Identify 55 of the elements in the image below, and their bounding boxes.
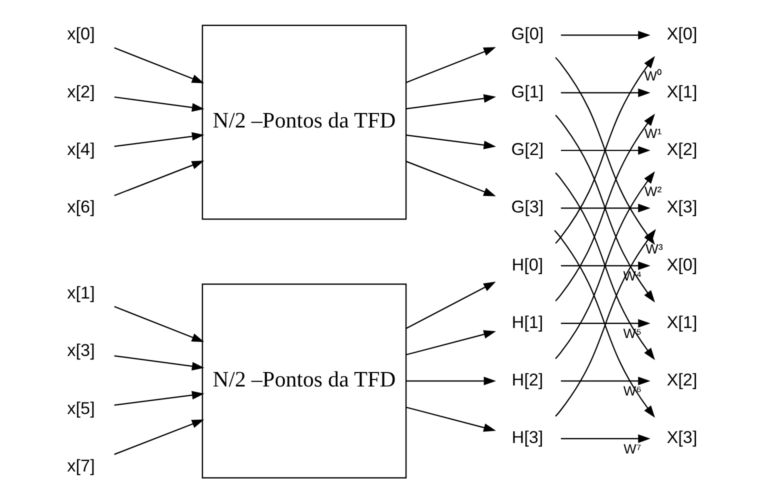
node-text: H[1] xyxy=(512,312,544,332)
edge-label: W³ xyxy=(646,242,663,256)
arrow xyxy=(114,132,204,147)
node-text: X[2] xyxy=(666,138,698,159)
arrow xyxy=(114,306,204,342)
arrow xyxy=(560,88,650,98)
arrow xyxy=(114,419,204,455)
node-text: X[0] xyxy=(666,254,698,274)
arrow xyxy=(114,47,204,84)
edge-label: W² xyxy=(644,184,662,199)
arrow xyxy=(560,30,650,40)
node-text: G[1] xyxy=(511,81,544,102)
arrow xyxy=(406,330,496,356)
arrow xyxy=(406,282,496,329)
node-text: H[0] xyxy=(512,254,544,274)
arrow xyxy=(406,406,496,432)
node-text: x[3] xyxy=(67,340,95,360)
node-text: G[0] xyxy=(511,24,544,44)
arrow xyxy=(406,376,496,386)
arrow xyxy=(560,146,650,155)
edge-label: W⁷ xyxy=(624,441,642,456)
node-box: N/2 –Pontos da TFD xyxy=(202,284,407,478)
arrow xyxy=(560,204,650,212)
arrow xyxy=(560,261,650,270)
node-text: x[4] xyxy=(67,138,95,159)
node-text: G[2] xyxy=(511,138,544,159)
arrow xyxy=(406,94,496,110)
node-text: x[2] xyxy=(67,81,95,102)
edge-label: W⁰ xyxy=(644,68,662,84)
node-text: X[0] xyxy=(666,24,698,44)
arrow xyxy=(114,96,204,112)
node-text: X[3] xyxy=(666,427,698,448)
arrow xyxy=(114,160,204,196)
node-text: x[5] xyxy=(67,398,95,418)
node-text: x[0] xyxy=(67,24,95,44)
arrow xyxy=(114,355,204,370)
arrow xyxy=(406,160,496,196)
arrow xyxy=(560,434,650,443)
node-text: x[1] xyxy=(67,282,95,302)
node-text: H[2] xyxy=(512,370,544,390)
node-text: x[7] xyxy=(67,455,95,476)
edge-label: W¹ xyxy=(644,126,662,142)
arrow xyxy=(560,319,650,328)
node-text: X[3] xyxy=(666,196,698,217)
node-box: N/2 –Pontos da TFD xyxy=(202,24,407,220)
node-text: G[3] xyxy=(511,196,544,217)
node-text: H[3] xyxy=(512,427,544,448)
node-text: X[1] xyxy=(666,81,698,102)
node-text: X[1] xyxy=(666,312,698,332)
node-text: X[2] xyxy=(666,370,698,390)
arrow xyxy=(406,47,496,84)
arrow xyxy=(406,134,496,150)
arrow xyxy=(114,390,204,406)
node-text: x[6] xyxy=(67,196,95,217)
arrow xyxy=(560,376,650,386)
